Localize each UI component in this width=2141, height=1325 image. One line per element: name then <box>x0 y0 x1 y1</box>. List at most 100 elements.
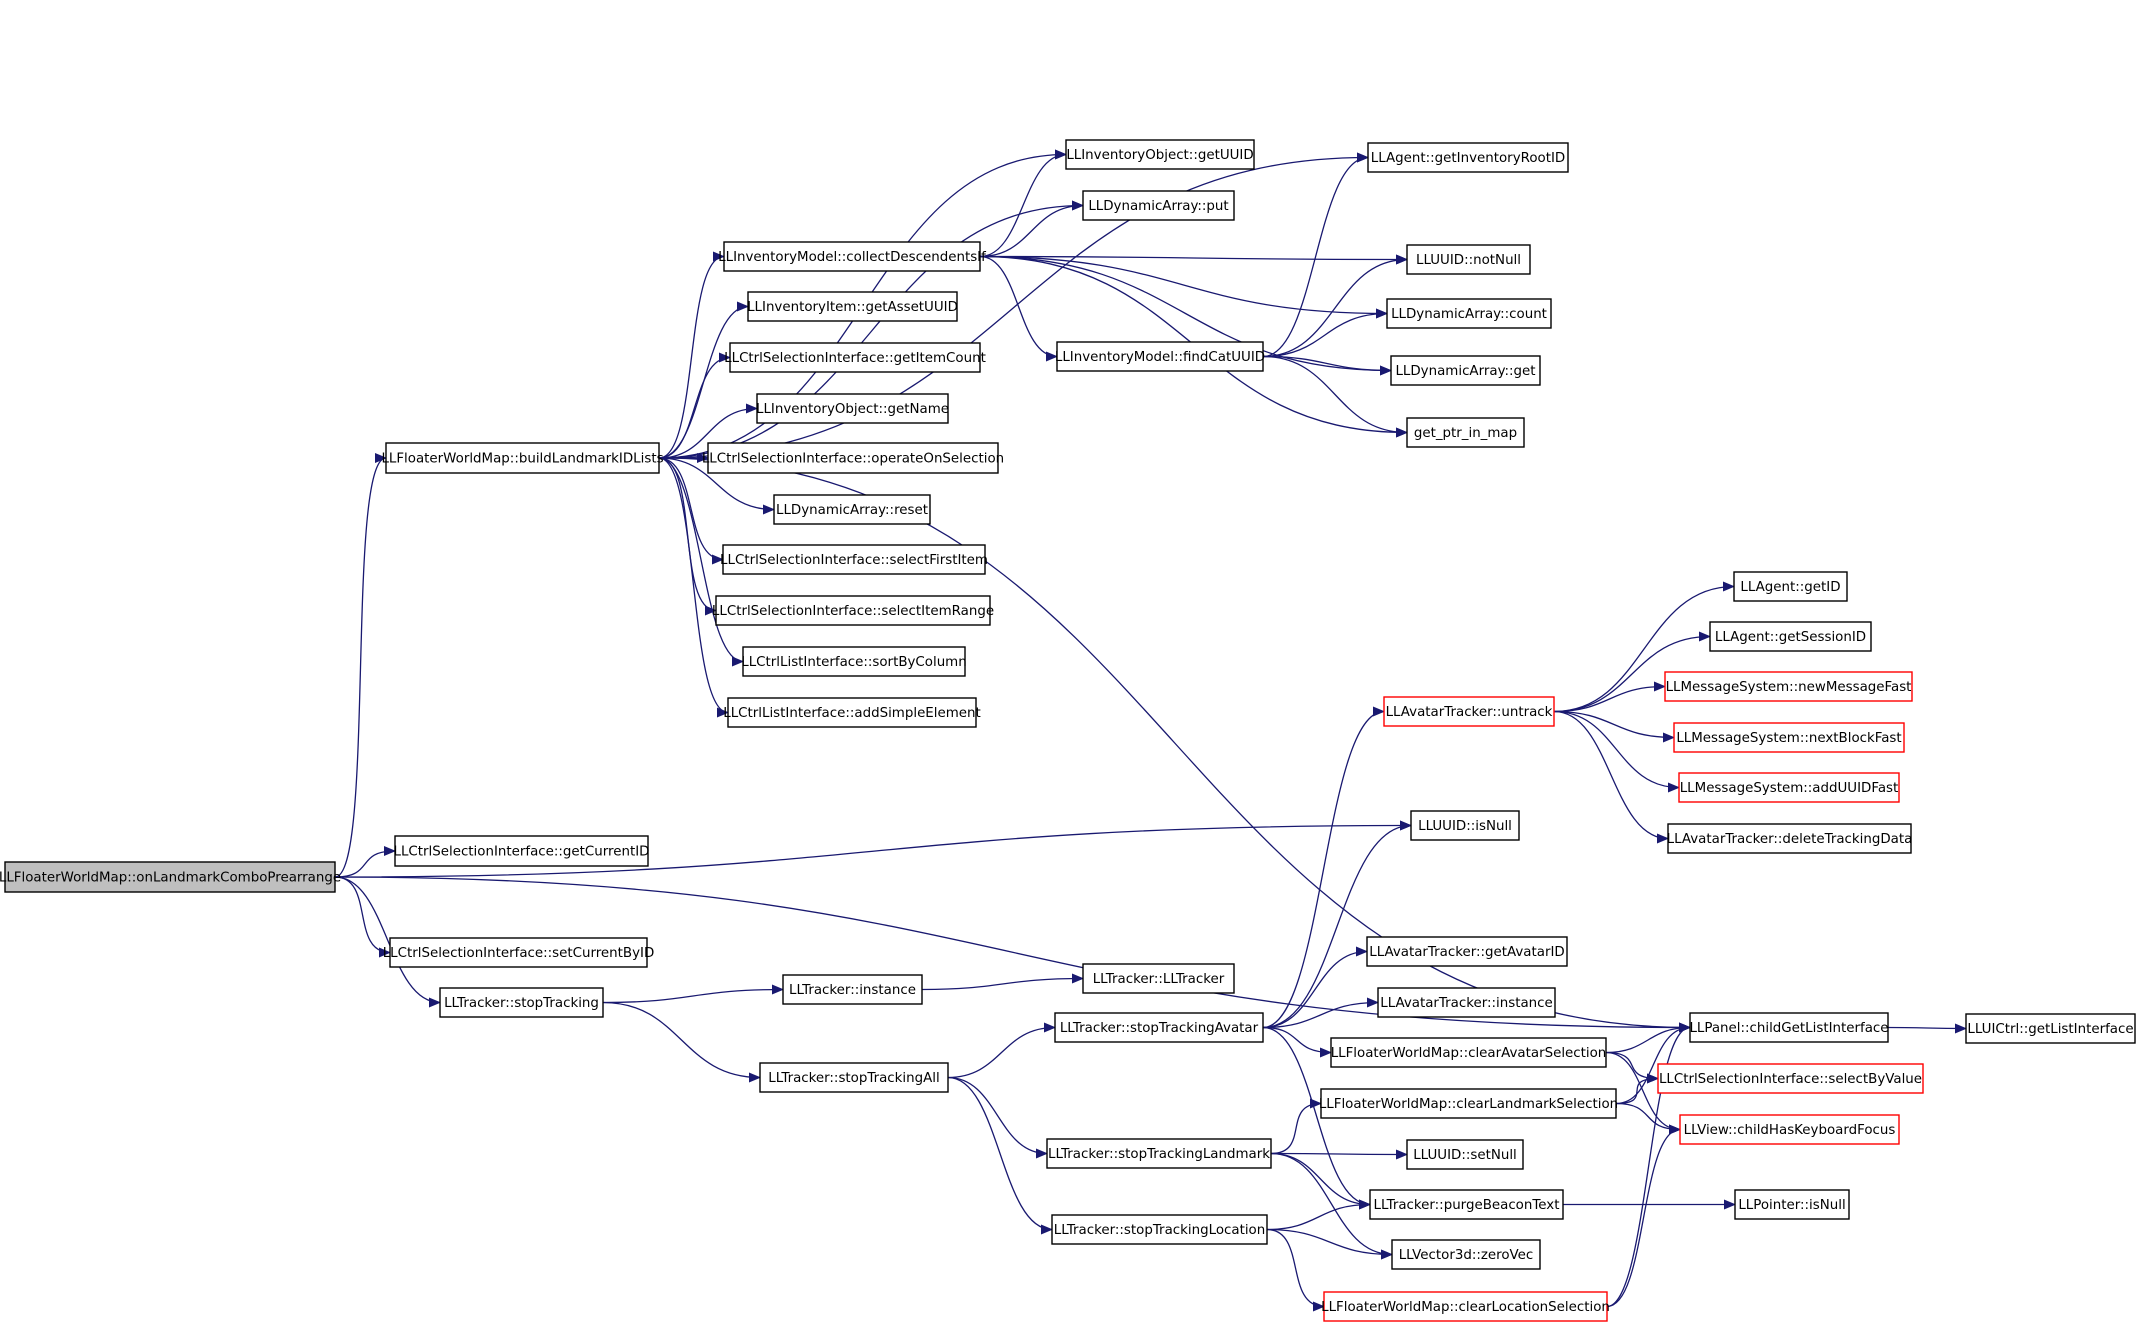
node-collect-descendents-if[interactable]: LLInventoryModel::collectDescendentsIf <box>718 241 986 272</box>
node-label: LLVector3d::zeroVec <box>1399 1248 1534 1263</box>
edge-tracker-stop-tracking-avatar-to-clear-avatar-selection <box>1262 1026 1332 1058</box>
node-clear-landmark-selection[interactable]: LLFloaterWorldMap::clearLandmarkSelectio… <box>1319 1088 1618 1119</box>
node-label: LLCtrlListInterface::sortByColumn <box>741 655 966 670</box>
node-tracker-purge-beacon-text[interactable]: LLTracker::purgeBeaconText <box>1369 1189 1564 1220</box>
edge-clear-avatar-selection-to-view-child-has-keyboard-focus <box>1605 1051 1681 1135</box>
node-uuid-not-null[interactable]: LLUUID::notNull <box>1406 244 1531 275</box>
node-root[interactable]: LLFloaterWorldMap::onLandmarkComboPrearr… <box>0 861 341 893</box>
node-ctrl-sel-get-current-id[interactable]: LLCtrlSelectionInterface::getCurrentID <box>394 835 650 867</box>
node-label: LLTracker::purgeBeaconText <box>1374 1198 1560 1213</box>
node-find-cat-uuid[interactable]: LLInventoryModel::findCatUUID <box>1055 341 1265 372</box>
node-label: LLFloaterWorldMap::buildLandmarkIDLists <box>381 452 663 467</box>
node-agent-get-id[interactable]: LLAgent::getID <box>1733 571 1848 602</box>
node-box <box>1320 1088 1617 1119</box>
node-ctrl-sel-set-current-by-id[interactable]: LLCtrlSelectionInterface::setCurrentByID <box>383 937 655 968</box>
node-dyn-arr-reset[interactable]: LLDynamicArray::reset <box>773 494 931 525</box>
edge-tracker-stop-tracking-landmark-to-clear-landmark-selection <box>1270 1098 1322 1155</box>
edge-tracker-stop-tracking-avatar-to-avatar-tracker-get-avatar-id <box>1262 946 1368 1029</box>
edge-avatar-tracker-untrack-to-avatar-tracker-delete-tracking-data <box>1553 710 1669 844</box>
node-label: LLInventoryItem::getAssetUUID <box>747 300 958 315</box>
node-avatar-tracker-untrack[interactable]: LLAvatarTracker::untrack <box>1383 696 1555 727</box>
node-tracker-stop-tracking-landmark[interactable]: LLTracker::stopTrackingLandmark <box>1046 1138 1272 1169</box>
node-uuid-set-null[interactable]: LLUUID::setNull <box>1406 1139 1524 1170</box>
node-tracker-lltracker[interactable]: LLTracker::LLTracker <box>1082 963 1235 994</box>
node-label: LLView::childHasKeyboardFocus <box>1684 1123 1896 1138</box>
node-label: LLTracker::stopTrackingAll <box>768 1071 939 1086</box>
node-ctrl-sel-select-first-item[interactable]: LLCtrlSelectionInterface::selectFirstIte… <box>720 544 988 575</box>
node-inv-obj-get-name[interactable]: LLInventoryObject::getName <box>756 393 949 424</box>
node-inv-obj-get-uuid[interactable]: LLInventoryObject::getUUID <box>1065 139 1255 170</box>
node-tracker-instance[interactable]: LLTracker::instance <box>782 974 923 1005</box>
node-ctrl-list-add-simple-element[interactable]: LLCtrlListInterface::addSimpleElement <box>723 697 981 728</box>
node-label: LLFloaterWorldMap::clearLandmarkSelectio… <box>1319 1097 1618 1112</box>
node-view-child-has-keyboard-focus[interactable]: LLView::childHasKeyboardFocus <box>1679 1114 1900 1145</box>
node-inv-item-get-asset-uuid[interactable]: LLInventoryItem::getAssetUUID <box>747 291 958 322</box>
node-label: LLFloaterWorldMap::clearAvatarSelection <box>1331 1046 1607 1061</box>
node-avatar-tracker-instance[interactable]: LLAvatarTracker::instance <box>1377 987 1556 1018</box>
edge-clear-location-selection-to-view-child-has-keyboard-focus <box>1606 1124 1681 1308</box>
node-vector3d-zero-vec[interactable]: LLVector3d::zeroVec <box>1391 1239 1541 1270</box>
node-box <box>722 544 986 575</box>
node-box <box>1709 621 1872 652</box>
node-label: LLUUID::isNull <box>1418 819 1512 834</box>
node-tracker-stop-tracking[interactable]: LLTracker::stopTracking <box>439 987 604 1018</box>
node-ctrl-sel-select-item-range[interactable]: LLCtrlSelectionInterface::selectItemRang… <box>712 595 994 626</box>
node-ctrl-list-sort-by-column[interactable]: LLCtrlListInterface::sortByColumn <box>741 646 967 677</box>
edge-root-to-build-landmark-idlists <box>334 453 387 878</box>
node-tracker-stop-tracking-all[interactable]: LLTracker::stopTrackingAll <box>759 1062 949 1093</box>
node-label: LLTracker::stopTracking <box>444 996 599 1011</box>
edge-clear-avatar-selection-to-panel-child-get-list-interface <box>1605 1022 1691 1054</box>
node-box <box>1386 298 1552 329</box>
node-label: LLDynamicArray::put <box>1088 199 1228 214</box>
node-box <box>1667 823 1912 854</box>
node-pointer-is-null[interactable]: LLPointer::isNull <box>1734 1189 1850 1220</box>
node-box <box>385 442 660 474</box>
node-msg-new-message-fast[interactable]: LLMessageSystem::newMessageFast <box>1664 671 1913 702</box>
node-ctrl-sel-select-by-value[interactable]: LLCtrlSelectionInterface::selectByValue <box>1657 1063 1924 1094</box>
node-avatar-tracker-delete-tracking-data[interactable]: LLAvatarTracker::deleteTrackingData <box>1667 823 1913 854</box>
node-tracker-stop-tracking-avatar[interactable]: LLTracker::stopTrackingAvatar <box>1054 1012 1264 1043</box>
node-label: LLAgent::getInventoryRootID <box>1371 151 1565 166</box>
edge-find-cat-uuid-to-dyn-arr-get <box>1262 355 1392 376</box>
node-clear-avatar-selection[interactable]: LLFloaterWorldMap::clearAvatarSelection <box>1330 1037 1607 1068</box>
node-label: LLUUID::notNull <box>1416 253 1521 268</box>
node-box <box>1051 1214 1268 1245</box>
edge-tracker-stop-tracking-location-to-clear-location-selection <box>1266 1228 1325 1312</box>
node-ctrl-sel-get-item-count[interactable]: LLCtrlSelectionInterface::getItemCount <box>724 342 986 373</box>
edge-tracker-stop-tracking-avatar-to-uuid-is-null <box>1262 820 1412 1029</box>
edge-tracker-stop-tracking-all-to-tracker-stop-tracking-avatar <box>947 1022 1056 1079</box>
node-label: LLTracker::instance <box>789 983 916 998</box>
edge-tracker-stop-tracking-landmark-to-uuid-set-null <box>1270 1149 1408 1160</box>
node-get-ptr-in-map[interactable]: get_ptr_in_map <box>1406 417 1525 448</box>
node-uictrl-get-list-interface[interactable]: LLUICtrl::getListInterface <box>1965 1013 2136 1044</box>
node-panel-child-get-list-interface[interactable]: LLPanel::childGetListInterface <box>1689 1012 1889 1043</box>
edge-clear-landmark-selection-to-ctrl-sel-select-by-value <box>1615 1073 1659 1105</box>
node-clear-location-selection[interactable]: LLFloaterWorldMap::clearLocationSelectio… <box>1321 1291 1610 1322</box>
node-label: LLTracker::LLTracker <box>1093 972 1225 987</box>
node-avatar-tracker-get-avatar-id[interactable]: LLAvatarTracker::getAvatarID <box>1366 936 1568 967</box>
node-dyn-arr-put[interactable]: LLDynamicArray::put <box>1082 190 1235 221</box>
node-agent-get-inventory-root-id[interactable]: LLAgent::getInventoryRootID <box>1367 142 1569 173</box>
node-label: LLCtrlSelectionInterface::selectByValue <box>1659 1072 1922 1087</box>
node-dyn-arr-get[interactable]: LLDynamicArray::get <box>1390 355 1541 386</box>
node-uuid-is-null[interactable]: LLUUID::isNull <box>1410 810 1520 841</box>
node-box <box>1406 244 1531 275</box>
node-ctrl-sel-operate-on-selection[interactable]: LLCtrlSelectionInterface::operateOnSelec… <box>702 442 1004 474</box>
node-box <box>4 861 336 893</box>
node-agent-get-session-id[interactable]: LLAgent::getSessionID <box>1709 621 1872 652</box>
node-box <box>782 974 923 1005</box>
node-dyn-arr-count[interactable]: LLDynamicArray::count <box>1386 298 1552 329</box>
node-msg-next-block-fast[interactable]: LLMessageSystem::nextBlockFast <box>1673 722 1905 753</box>
edge-tracker-stop-tracking-to-tracker-instance <box>602 984 784 1004</box>
node-build-landmark-idlists[interactable]: LLFloaterWorldMap::buildLandmarkIDLists <box>381 442 664 474</box>
node-label: LLCtrlSelectionInterface::selectItemRang… <box>712 604 994 619</box>
node-box <box>1689 1012 1889 1043</box>
edge-avatar-tracker-untrack-to-msg-add-uuidfast <box>1553 710 1680 793</box>
node-tracker-stop-tracking-location[interactable]: LLTracker::stopTrackingLocation <box>1051 1214 1268 1245</box>
node-box <box>1082 190 1235 221</box>
node-label: LLAgent::getSessionID <box>1715 630 1866 645</box>
node-msg-add-uuidfast[interactable]: LLMessageSystem::addUUIDFast <box>1678 772 1900 803</box>
edge-build-landmark-idlists-to-collect-descendents-if <box>658 251 725 459</box>
edge-find-cat-uuid-to-uuid-not-null <box>1262 254 1408 358</box>
